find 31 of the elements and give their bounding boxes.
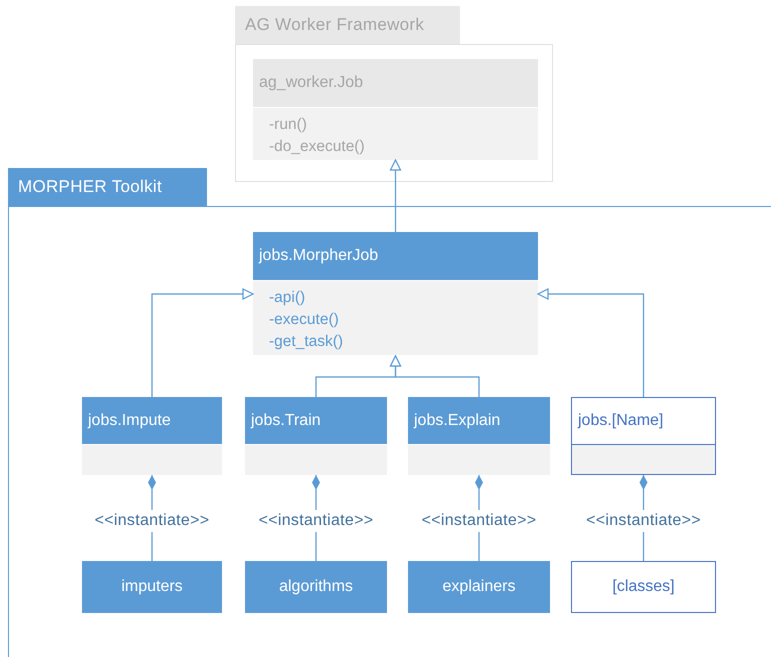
instance-box: algorithms bbox=[245, 561, 387, 613]
instance-box: [classes] bbox=[571, 561, 716, 613]
class-box bbox=[408, 397, 550, 475]
method-text: -execute() bbox=[269, 310, 339, 330]
class-box bbox=[253, 232, 538, 355]
edge-label: <<instantiate>> bbox=[92, 510, 212, 532]
edge-label: <<instantiate>> bbox=[256, 510, 376, 532]
instance-box: explainers bbox=[408, 561, 550, 613]
class-name: jobs.Impute bbox=[82, 397, 222, 444]
edge-label: <<instantiate>> bbox=[584, 510, 703, 532]
class-name: jobs.Train bbox=[245, 397, 387, 444]
method-text: -do_execute() bbox=[269, 137, 365, 157]
class-name: jobs.MorpherJob bbox=[253, 232, 538, 280]
method-text: -get_task() bbox=[269, 332, 344, 352]
class-name: ag_worker.Job bbox=[253, 59, 538, 107]
package-tab: AG Worker Framework bbox=[235, 6, 460, 44]
inheritance-arrow bbox=[390, 159, 402, 232]
class-box bbox=[253, 59, 538, 160]
method-text: -run() bbox=[269, 115, 307, 135]
edge-label: <<instantiate>> bbox=[420, 510, 538, 532]
package-tab: MORPHER Toolkit bbox=[8, 168, 207, 206]
class-name: jobs.Explain bbox=[408, 397, 550, 444]
class-box bbox=[82, 397, 222, 475]
inheritance-arrow bbox=[390, 355, 480, 397]
package-frame bbox=[8, 168, 771, 657]
inheritance-arrow bbox=[537, 288, 644, 397]
instance-box: imputers bbox=[82, 561, 222, 613]
inheritance-arrow bbox=[151, 288, 254, 397]
class-box bbox=[245, 397, 387, 475]
method-text: -api() bbox=[269, 288, 306, 308]
class-box bbox=[571, 397, 716, 475]
